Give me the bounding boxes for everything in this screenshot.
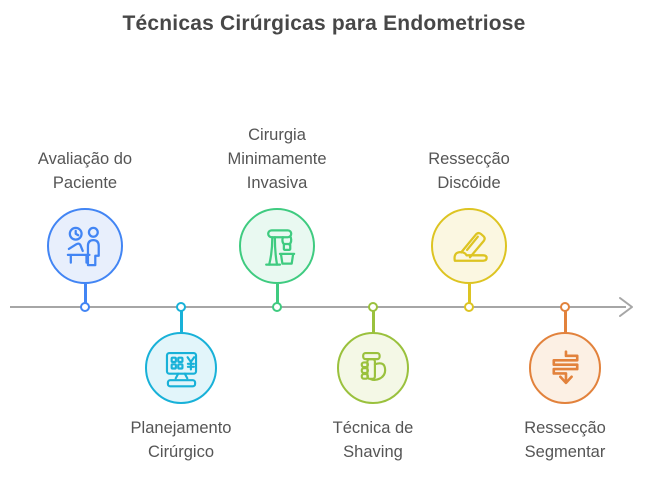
node-resseccao-discoide: Ressecção Discóide: [389, 0, 549, 503]
node-label: Técnica de Shaving: [332, 419, 414, 461]
patient-evaluation-icon: [66, 226, 100, 266]
timeline-arrow-icon: [619, 297, 633, 317]
node-label: Avaliação do Paciente: [37, 150, 133, 192]
node-circle: [431, 208, 507, 284]
node-circle: [145, 332, 217, 404]
timeline-line: [10, 306, 626, 308]
robotic-surgery-icon: [264, 228, 295, 266]
node-resseccao-segmentar: Ressecção Segmentar: [485, 0, 645, 503]
node-circle: [337, 332, 409, 404]
node-label: Ressecção Discóide: [428, 150, 510, 192]
node-label: Ressecção Segmentar: [524, 419, 606, 461]
node-label: Planejamento Cirúrgico: [130, 419, 232, 461]
node-planejamento-cirurgico: Planejamento Cirúrgico: [101, 0, 261, 503]
node-circle: [47, 208, 123, 284]
node-label: Cirurgia Minimamente Invasiva: [227, 126, 327, 192]
node-connector-stem: [275, 284, 279, 304]
node-connector-stem: [371, 310, 375, 333]
node-connector-stem: [179, 310, 183, 333]
node-connector-stem: [83, 284, 87, 304]
node-circle: [529, 332, 601, 404]
node-circle: [239, 208, 315, 284]
page-title: Técnicas Cirúrgicas para Endometriose: [122, 12, 526, 35]
segmented-arrow-down-icon: [551, 349, 579, 384]
node-cirurgia-minimamente-invasiva: Cirurgia Minimamente Invasiva: [197, 0, 357, 503]
node-avaliacao-paciente: Avaliação do Paciente: [5, 0, 165, 503]
surgical-stapler-icon: [452, 231, 488, 262]
surgical-planning-monitor-icon: [165, 351, 197, 387]
timeline-dot: [272, 302, 282, 312]
hand-holding-tool-icon: [360, 351, 386, 381]
node-connector-stem: [467, 284, 471, 304]
timeline-dot: [464, 302, 474, 312]
node-tecnica-de-shaving: Técnica de Shaving: [293, 0, 453, 503]
timeline-dot: [80, 302, 90, 312]
node-connector-stem: [563, 310, 567, 333]
